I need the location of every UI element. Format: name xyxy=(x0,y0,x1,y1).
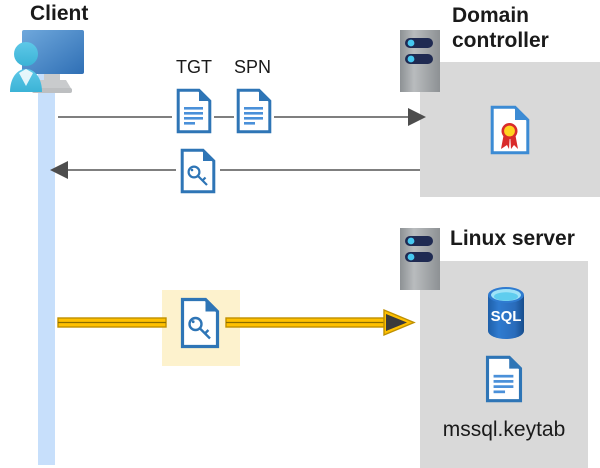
keytab-file-icon xyxy=(485,355,523,403)
domain-controller-title-line2: controller xyxy=(452,28,549,52)
domain-controller-server-icon xyxy=(400,30,440,92)
linux-server-title: Linux server xyxy=(450,227,575,250)
tgt-document-icon xyxy=(176,88,212,134)
client-title: Client xyxy=(30,2,89,25)
domain-controller-title-line1: Domain xyxy=(452,4,530,27)
service-ticket-key-document-icon-highlighted xyxy=(180,297,220,349)
spn-label: SPN xyxy=(234,57,272,77)
sql-label: SQL xyxy=(491,308,522,325)
tgt-label: TGT xyxy=(176,57,212,77)
workstation-user-icon xyxy=(10,30,84,93)
service-ticket-key-document-icon xyxy=(180,148,216,194)
domain-controller-title: Domain controller xyxy=(452,4,600,54)
keytab-filename-label: mssql.keytab xyxy=(442,418,566,441)
linux-server-icon xyxy=(400,228,440,290)
sql-database-icon: SQL xyxy=(488,287,524,339)
certificate-icon xyxy=(490,105,530,155)
spn-document-icon xyxy=(236,88,272,134)
